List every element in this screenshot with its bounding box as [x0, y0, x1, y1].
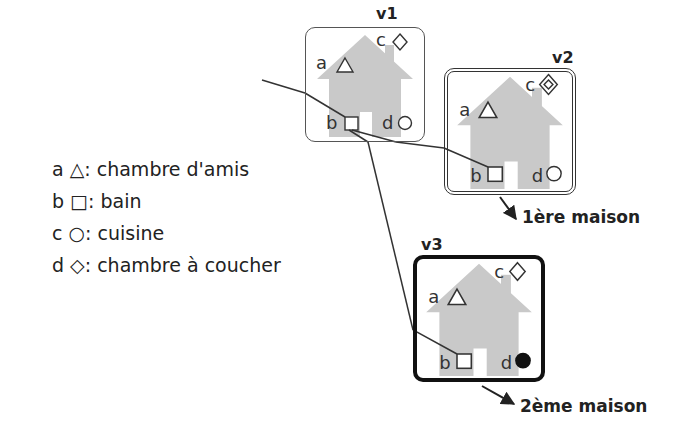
legend-entry: d ◇: chambre à coucher [52, 256, 281, 275]
version-label: v3 [421, 237, 443, 253]
room-letter: a [428, 288, 439, 306]
connector-line [396, 142, 444, 148]
connector-line [368, 142, 413, 330]
house-v1 [305, 34, 413, 142]
house-box: v3acbd [413, 255, 545, 382]
outcome-arrow [482, 386, 514, 404]
room-letter: d [382, 114, 393, 132]
entry-line [262, 80, 305, 93]
room-letter: a [316, 54, 327, 72]
outcome-label: 2ème maison [520, 398, 647, 415]
room-letter: b [439, 354, 450, 372]
legend-entry: a △: chambre d'amis [52, 160, 249, 179]
outcome-arrow [500, 197, 516, 219]
house-v3 [413, 263, 532, 376]
version-label: v2 [552, 50, 574, 66]
room-letter: c [376, 31, 386, 49]
room-letter: c [525, 76, 535, 94]
legend-entry: c ○: cuisine [52, 224, 164, 243]
legend-entry: b □: bain [52, 192, 142, 211]
room-letter: b [470, 167, 481, 185]
outcome-label: 1ère maison [522, 209, 640, 226]
house-box: v2acbd [444, 68, 576, 195]
house-box: v1acbd [305, 27, 425, 142]
room-letter: a [459, 101, 470, 119]
room-letter: d [501, 354, 512, 372]
version-label: v1 [376, 6, 398, 22]
room-letter: b [326, 114, 337, 132]
house-v2 [444, 75, 563, 189]
room-letter: d [532, 167, 543, 185]
room-letter: c [494, 263, 504, 281]
